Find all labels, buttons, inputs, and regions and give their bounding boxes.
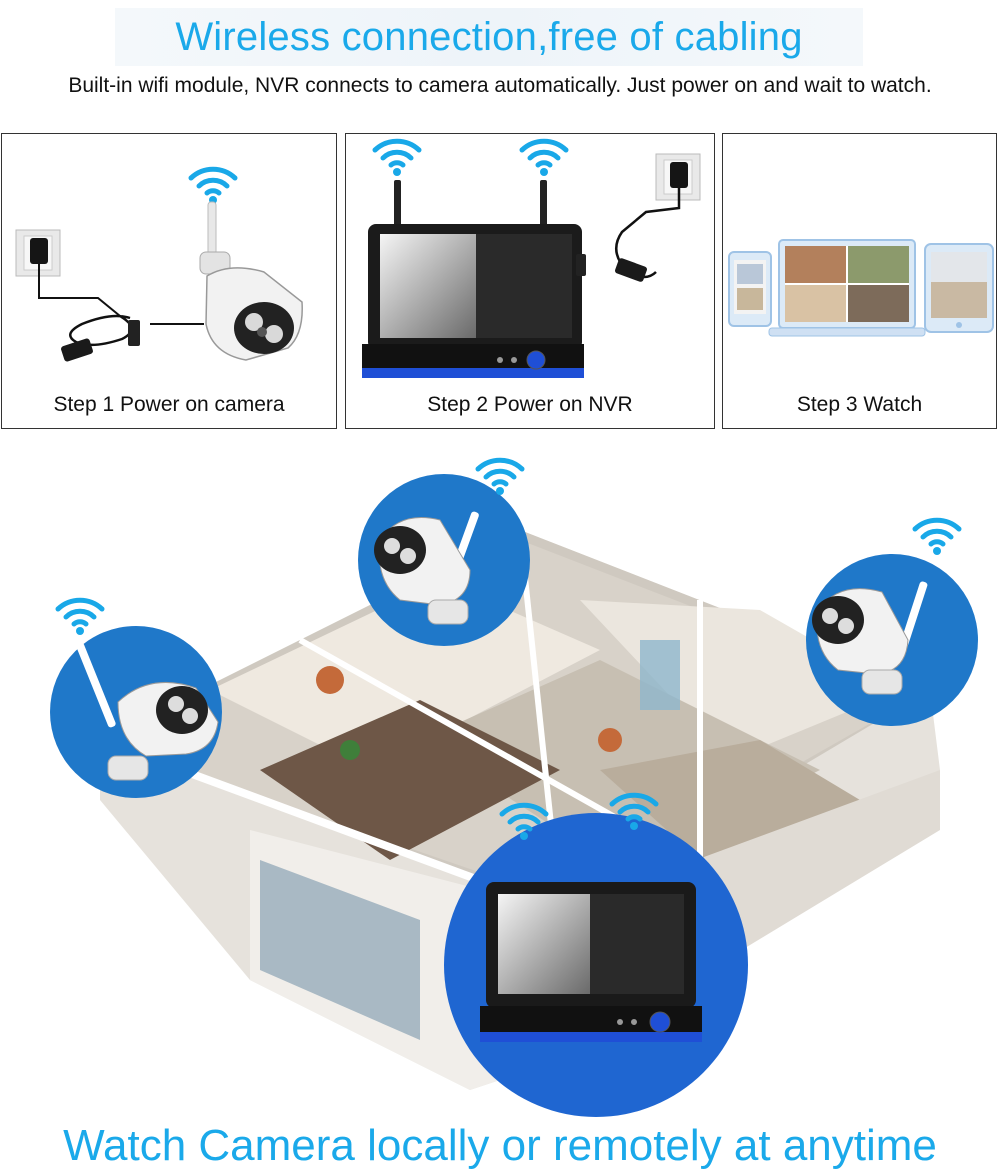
nvr-circle [444, 813, 748, 1117]
phone-icon [728, 251, 772, 327]
camera-circle-top [358, 474, 530, 646]
wifi-icon [475, 457, 525, 495]
step-panel-2: Step 2 Power on NVR [345, 133, 715, 429]
house-floorplan-scene [50, 457, 978, 1117]
step2-illustration [362, 138, 701, 378]
camera-circle-right [806, 554, 978, 726]
camera-icon [812, 581, 928, 695]
nvr-monitor-icon [480, 882, 702, 1042]
power-adapter-icon [576, 153, 701, 282]
page-title: Wireless connection,free of cabling [175, 14, 803, 59]
step1-illustration [15, 166, 303, 362]
step-panel-3: Step 3 Watch [722, 133, 997, 429]
header-banner: Wireless connection,free of cabling [115, 8, 863, 66]
wifi-icon [609, 792, 659, 830]
power-adapter-icon [15, 229, 204, 362]
step3-illustration [728, 239, 994, 337]
wifi-icon [519, 138, 569, 176]
tablet-icon [924, 243, 994, 333]
laptop-icon [768, 239, 926, 337]
camera-icon [199, 201, 303, 361]
camera-icon [76, 642, 219, 781]
camera-icon [374, 511, 479, 625]
step-panel-1: Step 1 Power on camera [1, 133, 337, 429]
step-2-label: Step 2 Power on NVR [427, 393, 633, 416]
step-3-label: Step 3 Watch [796, 393, 923, 416]
house-floorplan [98, 529, 940, 1090]
camera-circle-left [50, 626, 222, 798]
wifi-icon [188, 166, 238, 204]
wifi-icon [372, 138, 422, 176]
page-subtitle: Built-in wifi module, NVR connects to ca… [68, 74, 932, 97]
step-1-label: Step 1 Power on camera [53, 393, 285, 416]
wifi-icon [499, 802, 549, 840]
footer-caption: Watch Camera locally or remotely at anyt… [63, 1121, 937, 1170]
wifi-icon [55, 597, 105, 635]
wifi-icon [912, 517, 962, 555]
nvr-monitor-icon [362, 180, 584, 378]
